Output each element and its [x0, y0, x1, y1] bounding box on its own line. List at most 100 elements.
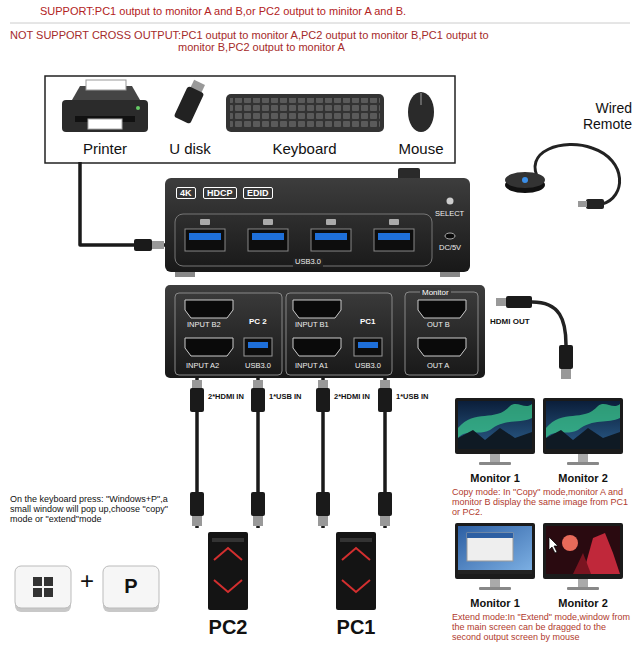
extend-monitor: [562, 535, 578, 551]
kvm-top-unit: [185, 229, 225, 251]
usb-plug: [378, 388, 392, 412]
key-label: P: [124, 575, 137, 598]
pc-tower-icon: [208, 532, 248, 610]
pc-tower: PC1: [306, 528, 406, 644]
port-label: USB3.0: [355, 362, 381, 371]
windows-key: [15, 566, 71, 608]
kvm-back-unit: [185, 338, 233, 356]
device-label: Keyboard: [272, 140, 336, 157]
hdmi-out-cable: [561, 369, 571, 379]
extend-monitor: [455, 523, 535, 590]
printer-icon: [136, 106, 140, 110]
kvm-top-unit: [200, 219, 210, 225]
extend-monitor: [458, 570, 532, 574]
kvm-top-unit: [189, 233, 221, 240]
udisk-icon: [174, 79, 208, 125]
copy-monitor: [543, 398, 623, 465]
hdmi-plug: [190, 380, 330, 526]
cable-label: 1*USB IN: [268, 393, 303, 401]
kvm-back-unit: [418, 300, 466, 318]
cable-label: 2*HDMI IN: [207, 393, 245, 401]
instruction-note: On the keyboard press: "Windows+P",a sma…: [10, 494, 175, 524]
device-keyboard: Keyboard: [222, 80, 387, 162]
kvm-back-panel: MonitorINPUT B2PC 2INPUT B1PC1OUT BINPUT…: [165, 285, 485, 378]
hdmi-plug: [192, 516, 202, 526]
pc-tower-icon: [340, 538, 372, 542]
windows-key: [44, 588, 53, 597]
windows-key: [15, 566, 71, 612]
p-key: [103, 566, 159, 612]
windows-key: [33, 588, 42, 597]
extend-monitor: [543, 523, 623, 590]
kvm-top-unit: [445, 233, 455, 239]
copy-monitor: [455, 398, 535, 465]
extend-monitor: [458, 526, 532, 574]
pc-tower: PC2: [178, 528, 278, 644]
hdmi-out-cable: [506, 296, 532, 308]
kvm-top-unit: [440, 272, 460, 277]
device-label: Wired Remote: [568, 100, 632, 132]
monitor: Monitor 1: [452, 396, 538, 486]
usb-plug: [134, 239, 152, 251]
pc-tower-icon: [336, 532, 376, 610]
support-note: SUPPORT:PC1 output to monitor A and B,or…: [40, 5, 630, 17]
group-label: PC1: [360, 317, 376, 326]
remote-icon: [505, 145, 620, 209]
cable-label: 2*HDMI IN: [333, 393, 371, 401]
hdmi-plug: [318, 516, 328, 526]
mode-note: Extend mode:In "Extend" mode,window from…: [452, 612, 634, 642]
peripheral-box: [45, 76, 455, 163]
device-printer: Printer: [55, 80, 155, 162]
usb-plug: [251, 380, 392, 526]
group-label: Monitor: [420, 288, 451, 297]
mouse-icon: [408, 92, 434, 132]
button-label: SELECT: [435, 210, 464, 219]
kvm-top-unit: [378, 233, 410, 240]
windows-key: [33, 577, 42, 586]
kvm-top-unit: [248, 229, 288, 251]
keyboard-icon: [226, 94, 384, 132]
kvm-back-unit: [165, 285, 485, 378]
hdmi-out-cable: [496, 296, 573, 379]
hdmi-plug: [316, 492, 330, 516]
device-label: Mouse: [398, 140, 443, 157]
hdmi-plug: [190, 492, 204, 516]
device-label: U disk: [169, 140, 211, 157]
remote-icon: [535, 145, 620, 204]
kvm-top-unit: [447, 198, 454, 205]
kvm-top-unit: [165, 168, 470, 277]
extend-monitor: [573, 553, 591, 574]
key-cap: P: [103, 566, 159, 608]
copy-monitor: [543, 398, 623, 465]
port-label: OUT A: [427, 362, 449, 371]
keyboard-icon: [226, 94, 384, 132]
printer-icon: [86, 80, 126, 90]
usb-plug: [134, 239, 164, 251]
wired-remote: Wired Remote: [560, 100, 635, 140]
cable: [80, 162, 165, 245]
kvm-top-unit: [263, 219, 273, 225]
printer-icon: [88, 119, 122, 129]
hdmi-plug: [316, 388, 330, 412]
pc-tower-icon: [212, 538, 244, 542]
extend-monitor: [467, 533, 513, 538]
pc-tower-icon: [214, 548, 242, 560]
separator-line: [10, 23, 630, 24]
hdmi-plug: [318, 380, 328, 388]
remote-icon: [586, 199, 604, 209]
pc-label: PC2: [209, 616, 248, 639]
kvm-back-unit: [293, 300, 341, 318]
kvm-back-unit: [175, 293, 282, 375]
monitor: Monitor 1: [452, 521, 538, 611]
kvm-top-unit: [175, 272, 195, 277]
port-label: INPUT B1: [295, 321, 329, 330]
kvm-back-unit: [248, 342, 268, 348]
hdmi-plug: [190, 388, 204, 412]
monitor-label: Monitor 2: [558, 472, 608, 485]
kvm-top-unit: [252, 233, 284, 240]
hdmi-out-cable: [532, 302, 566, 345]
printer-icon: [62, 80, 148, 132]
kvm-back-unit: [244, 338, 272, 356]
keyboard-icon: [230, 98, 380, 128]
